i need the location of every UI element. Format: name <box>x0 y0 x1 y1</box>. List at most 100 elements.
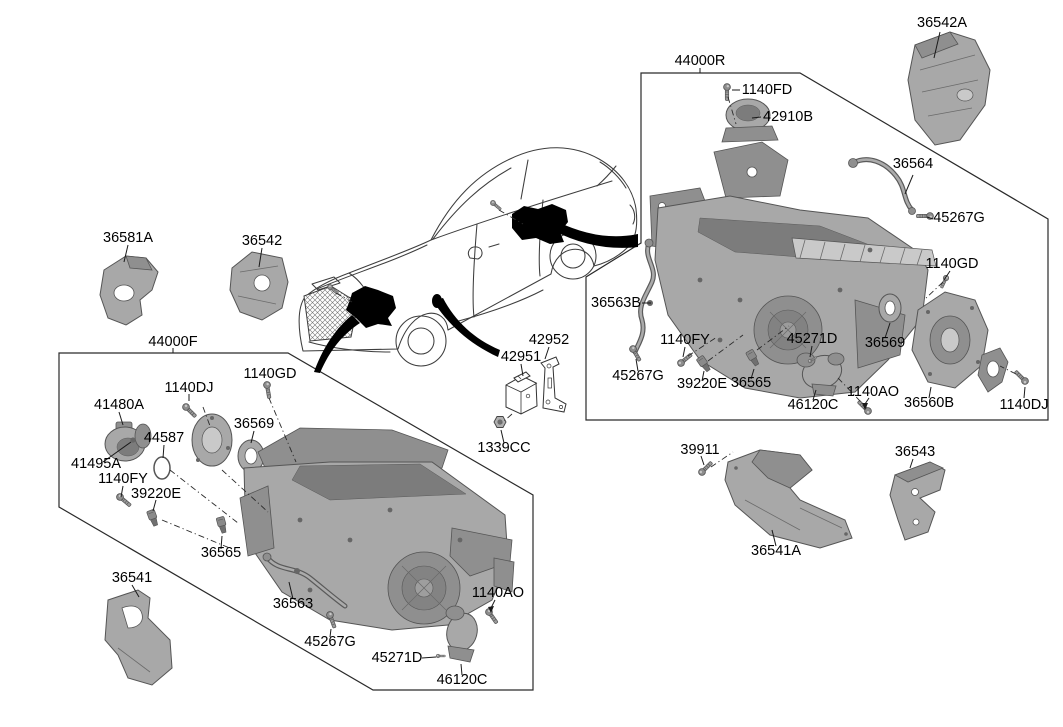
part-39220E-front <box>146 508 160 528</box>
front-assembly-illustration <box>99 251 567 686</box>
car-door-handle-front <box>488 243 500 248</box>
part-label-36543: 36543 <box>895 444 935 460</box>
car-hood-crease <box>316 244 428 290</box>
part-label-46120C-rear: 46120C <box>788 397 839 413</box>
part-label-42910B: 42910B <box>763 109 813 125</box>
part-36541 <box>104 589 173 686</box>
rear-assembly-illustration <box>627 31 1031 549</box>
car-illustration <box>298 147 638 367</box>
part-label-39911: 39911 <box>680 442 719 458</box>
car-rocker-line <box>454 289 544 323</box>
part-42952 <box>540 356 567 413</box>
front-drive-unit <box>239 427 515 631</box>
part-label-45271D-front: 45271D <box>372 650 423 666</box>
part-label-36560B: 36560B <box>904 395 954 411</box>
car-grille <box>303 285 359 342</box>
bolt-1140DJ-front <box>180 401 199 420</box>
arrow-to-front-group <box>314 315 360 373</box>
part-36581A <box>99 255 159 326</box>
part-label-42952: 42952 <box>529 332 569 348</box>
car-front-rim <box>407 327 435 355</box>
part-label-36565-front: 36565 <box>201 545 241 561</box>
car-b-pillar <box>520 159 529 200</box>
car-rear-mount-bolt-axis <box>498 209 524 225</box>
bolt-45267G-rear-lower <box>627 343 644 363</box>
part-36543 <box>889 461 946 541</box>
part-label-36569-front: 36569 <box>234 416 274 432</box>
part-41495A <box>130 437 136 443</box>
part-36569-rear <box>878 293 902 323</box>
car-rear-rim <box>560 243 586 269</box>
rear-drive-unit <box>649 141 937 399</box>
part-36563B <box>632 238 656 355</box>
part-label-1140AO-rear: 1140AO <box>847 384 899 400</box>
part-36542 <box>229 251 289 321</box>
car-beltline <box>430 180 613 241</box>
part-label-42951: 42951 <box>501 349 541 365</box>
part-36542A <box>907 31 991 146</box>
front-group-border <box>58 352 534 691</box>
part-labels: 36581A 36542 44000F 1140DJ 1140GD 41480A… <box>71 15 1048 688</box>
leader-lines <box>102 31 1026 676</box>
part-gasket-plate <box>977 347 1009 393</box>
part-label-36542A: 36542A <box>917 15 967 31</box>
part-44587 <box>153 456 171 480</box>
part-36564 <box>848 157 916 215</box>
part-label-39220E-rear: 39220E <box>677 376 727 392</box>
part-36541A <box>724 449 853 549</box>
car-rear-mount-bolt-icon <box>489 199 503 212</box>
part-46120C-rear <box>796 352 845 397</box>
bolt-1140FY-front <box>114 491 134 509</box>
arrow-to-rear-group <box>552 222 638 248</box>
part-36565-front <box>215 515 229 535</box>
bolt-1140DJ-rear <box>1012 368 1031 387</box>
arrow-to-actuator <box>433 298 500 357</box>
part-label-36563-front: 36563 <box>273 596 313 612</box>
car-rear-lamp <box>629 204 636 225</box>
part-label-41495A: 41495A <box>71 456 121 472</box>
part-label-36541: 36541 <box>112 570 152 586</box>
part-label-1140FD: 1140FD <box>742 82 793 98</box>
bolt-45271D-front <box>435 653 446 659</box>
part-36560B <box>911 291 989 389</box>
part-36563-front <box>262 552 348 609</box>
part-label-36542: 36542 <box>242 233 282 249</box>
rear-powertrain-blob <box>512 204 568 244</box>
part-label-36569-rear: 36569 <box>865 335 905 351</box>
location-arrows <box>314 222 638 373</box>
part-label-36563B: 36563B <box>591 295 641 311</box>
part-label-36581A: 36581A <box>103 230 153 246</box>
car-mirror <box>467 246 483 260</box>
front-powertrain-blob <box>346 286 396 328</box>
bolt-1140GD-rear <box>938 273 951 290</box>
part-label-1140AO-front: 1140AO <box>472 585 524 601</box>
part-label-1140DJ-front: 1140DJ <box>165 380 214 396</box>
part-36569-front <box>237 439 265 473</box>
car-bumper-intake <box>308 341 391 353</box>
car-front-door-seam <box>472 223 478 318</box>
part-label-46120C-front: 46120C <box>437 672 488 688</box>
rear-group-border <box>585 72 1049 421</box>
part-1339CC <box>493 416 507 428</box>
car-front-tire <box>395 315 447 367</box>
part-label-1140DJ-rear: 1140DJ <box>1000 397 1049 413</box>
part-label-45271D-rear: 45271D <box>787 331 838 347</box>
part-42951 <box>505 371 538 415</box>
part-label-36565-rear: 36565 <box>731 375 771 391</box>
part-label-1140GD-rear: 1140GD <box>926 256 979 272</box>
bolt-1140GD-front <box>262 380 274 400</box>
part-label-36541A: 36541A <box>751 543 801 559</box>
part-bearing-plate <box>191 413 233 467</box>
part-label-1140GD-front: 1140GD <box>244 366 297 382</box>
part-label-39220E-front: 39220E <box>131 486 181 502</box>
part-label-1140FY-rear: 1140FY <box>660 332 710 348</box>
part-label-45267G-rear-upper: 45267G <box>933 210 985 226</box>
part-label-44587: 44587 <box>144 430 184 446</box>
part-46120C-front <box>445 605 478 663</box>
group-label-44000F: 44000F <box>148 334 197 350</box>
car-trunk-line <box>599 161 627 189</box>
part-label-41480A: 41480A <box>94 397 144 413</box>
bolt-39911 <box>696 459 715 478</box>
car-headlight <box>311 276 341 291</box>
